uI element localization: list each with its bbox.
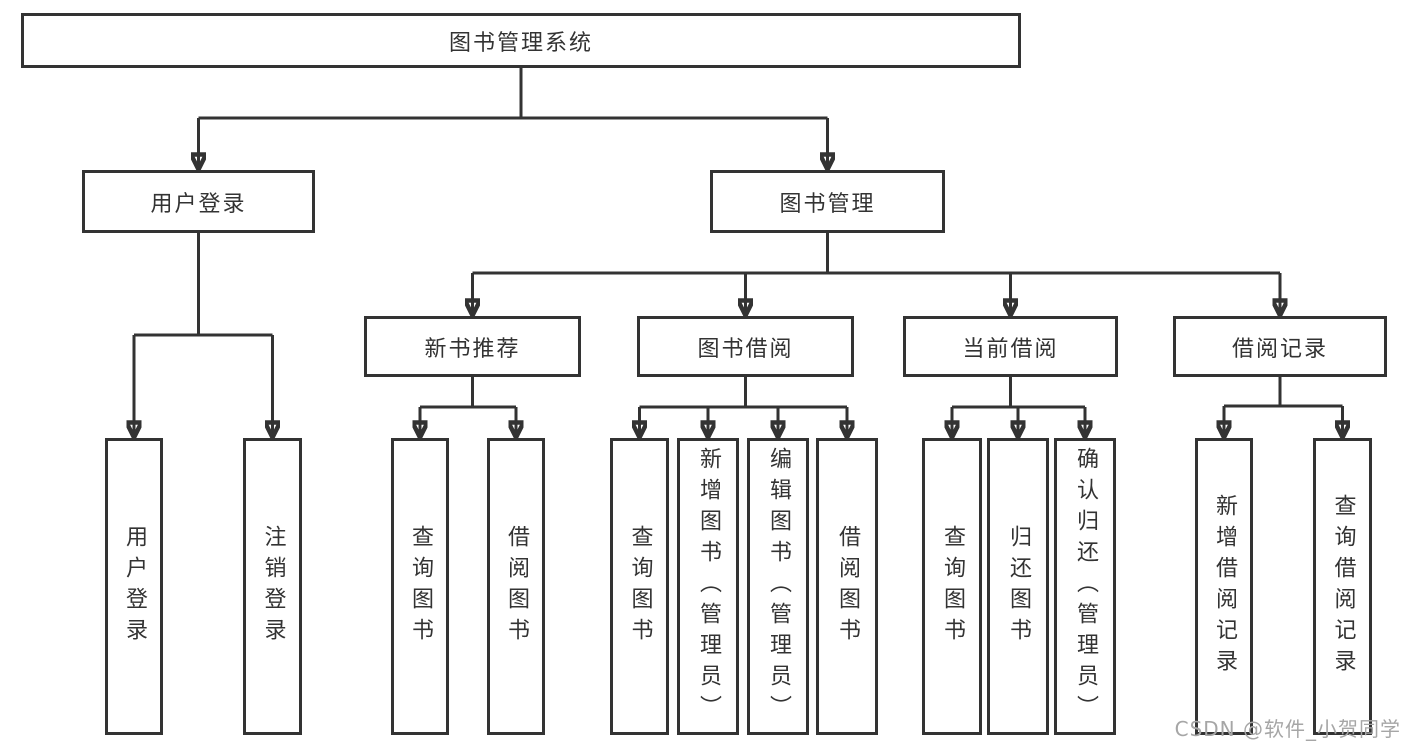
leaf-add-borrow-record: 新增借阅记录 <box>1195 438 1253 735</box>
leaf-borrow-books-newbook: 借阅图书 <box>487 438 545 735</box>
node-label: 新增借阅记录 <box>1212 493 1237 680</box>
connector-book-borrow-branch <box>640 377 848 436</box>
node-label: 查询图书 <box>940 524 965 649</box>
node-label: 归还图书 <box>1006 524 1031 649</box>
connector-new-book-branch <box>420 377 516 436</box>
node-label: 图书借阅 <box>697 336 794 362</box>
connector-book-management-branch <box>473 233 1281 314</box>
connector-root-to-level1 <box>199 68 828 168</box>
node-user-login: 用户登录 <box>82 170 315 233</box>
csdn-watermark: CSDN @软件_小贺同学 <box>1174 717 1401 741</box>
node-label: 借阅图书 <box>835 524 860 649</box>
node-label: 当前借阅 <box>962 336 1059 362</box>
leaf-query-books-newbook: 查询图书 <box>391 438 449 735</box>
node-label: 新增图书（管理员） <box>696 447 721 726</box>
leaf-query-books-current: 查询图书 <box>922 438 982 735</box>
node-label: 用户登录 <box>150 191 247 217</box>
node-root: 图书管理系统 <box>21 13 1021 68</box>
connector-user-login-branch <box>134 233 273 436</box>
node-borrow-records: 借阅记录 <box>1173 316 1387 377</box>
node-book-management: 图书管理 <box>710 170 945 233</box>
connector-borrow-record-branch <box>1224 377 1343 436</box>
node-label: 查询图书 <box>408 524 433 649</box>
node-book-borrow: 图书借阅 <box>637 316 854 377</box>
node-label: 确认归还（管理员） <box>1073 447 1098 726</box>
node-label: 图书管理系统 <box>448 30 593 56</box>
leaf-user-login: 用户登录 <box>105 438 163 735</box>
node-label: 查询图书 <box>627 524 653 649</box>
leaf-add-book-admin: 新增图书（管理员） <box>677 438 739 735</box>
connector-current-borrow-branch <box>952 377 1085 436</box>
node-label: 借阅图书 <box>504 524 529 649</box>
leaf-logout: 注销登录 <box>243 438 302 735</box>
node-label: 用户登录 <box>122 524 147 649</box>
node-label: 编辑图书（管理员） <box>766 447 791 726</box>
leaf-return-book: 归还图书 <box>987 438 1049 735</box>
leaf-query-books-borrow: 查询图书 <box>610 438 669 735</box>
node-current-borrow: 当前借阅 <box>903 316 1118 377</box>
leaf-borrow-books-borrow: 借阅图书 <box>816 438 878 735</box>
node-new-book-recommend: 新书推荐 <box>364 316 581 377</box>
leaf-confirm-return-admin: 确认归还（管理员） <box>1054 438 1116 735</box>
leaf-edit-book-admin: 编辑图书（管理员） <box>747 438 809 735</box>
node-label: 注销登录 <box>260 524 286 649</box>
node-label: 新书推荐 <box>424 336 521 362</box>
leaf-query-borrow-record: 查询借阅记录 <box>1313 438 1372 735</box>
node-label: 借阅记录 <box>1231 336 1328 362</box>
node-label: 查询借阅记录 <box>1330 493 1356 680</box>
node-label: 图书管理 <box>779 191 876 217</box>
